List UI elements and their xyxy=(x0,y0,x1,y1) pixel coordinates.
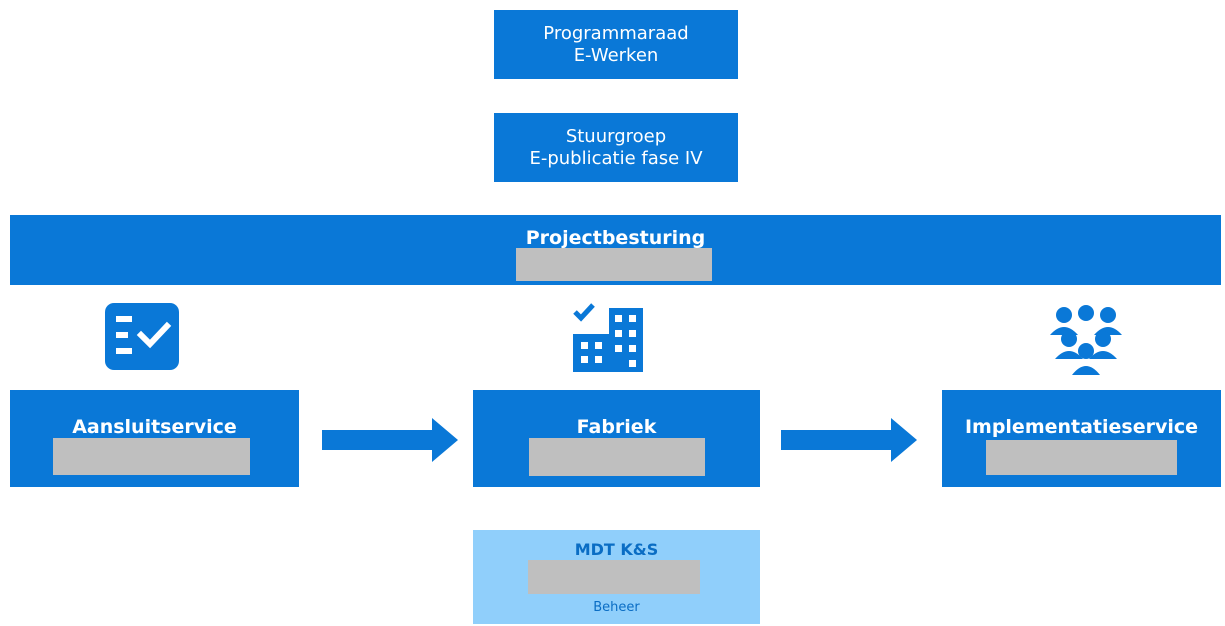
arrow-right-icon xyxy=(781,418,917,462)
building-check-icon xyxy=(573,302,645,376)
stuurgroep-box: Stuurgroep E-publicatie fase IV xyxy=(494,113,738,182)
redacted-block xyxy=(986,440,1177,475)
redacted-block xyxy=(529,438,705,476)
banner-title: Projectbesturing xyxy=(525,227,706,249)
implementatieservice-title: Implementatieservice xyxy=(964,416,1199,438)
programmaraad-line2: E-Werken xyxy=(573,44,659,66)
redacted-block xyxy=(53,438,250,475)
mdt-title: MDT K&S xyxy=(574,540,659,559)
arrow-right-icon xyxy=(322,418,458,462)
programmaraad-box: Programmaraad E-Werken xyxy=(494,10,738,79)
fabriek-title: Fabriek xyxy=(576,416,657,438)
people-group-icon xyxy=(1047,305,1125,379)
redacted-block xyxy=(516,248,712,281)
stuurgroep-line1: Stuurgroep xyxy=(565,125,667,147)
stuurgroep-line2: E-publicatie fase IV xyxy=(529,147,703,169)
redacted-block xyxy=(528,560,700,594)
mdt-subtitle: Beheer xyxy=(593,600,640,615)
checklist-icon xyxy=(105,303,179,374)
aansluitservice-title: Aansluitservice xyxy=(72,416,237,438)
programmaraad-line1: Programmaraad xyxy=(543,22,689,44)
